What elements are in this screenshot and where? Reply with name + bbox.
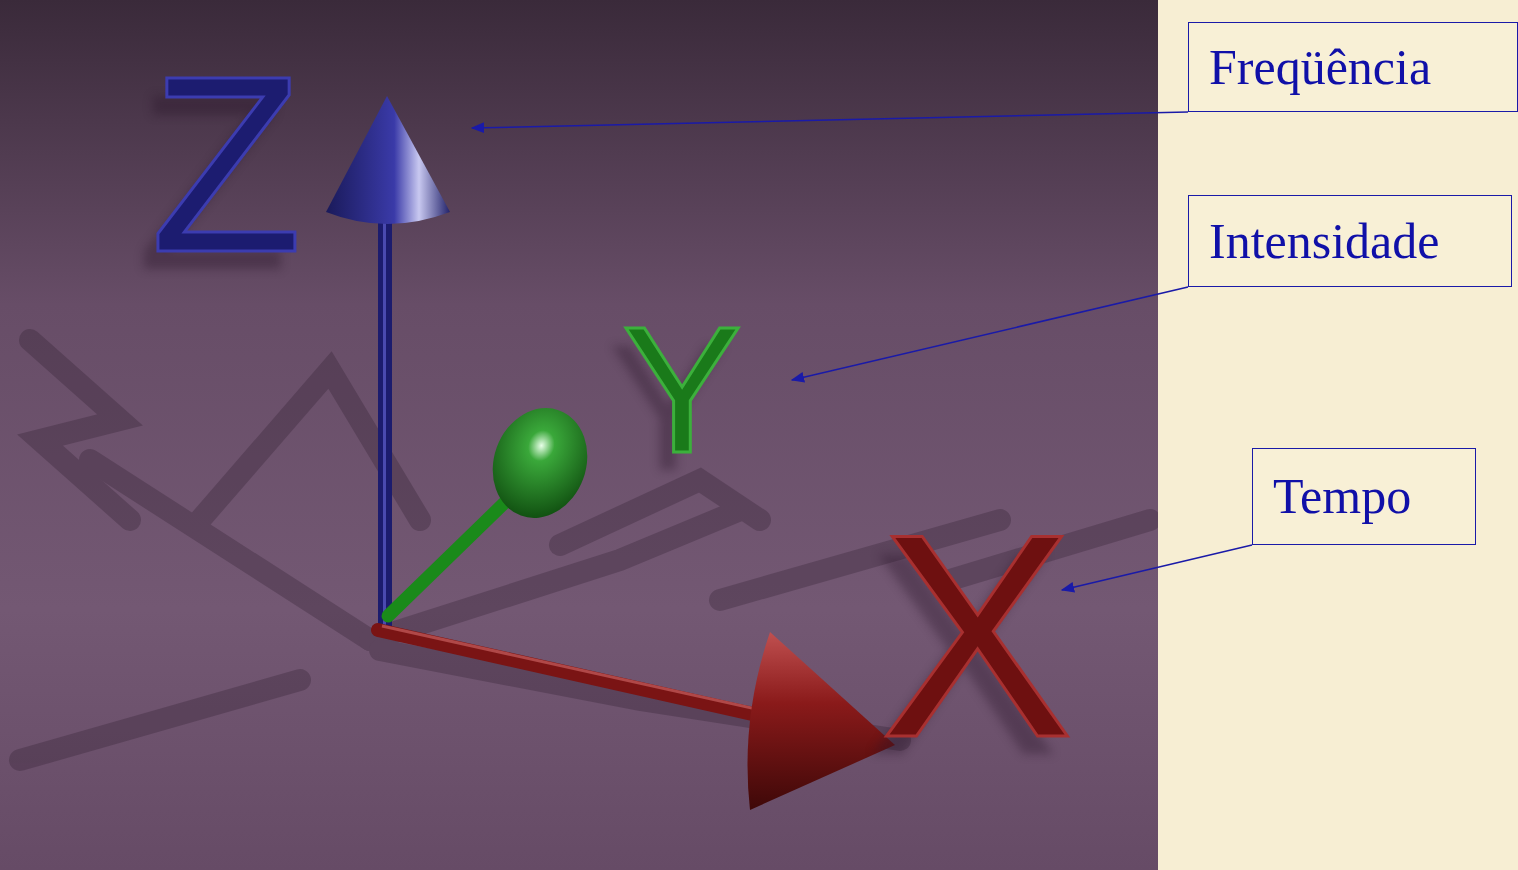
z-axis-highlight: [383, 215, 386, 630]
label-box: Freqüência: [1188, 22, 1518, 112]
leader-arrow: [1062, 545, 1252, 590]
z-axis-cone: [326, 96, 450, 224]
label-box: Intensidade: [1188, 195, 1512, 287]
background: [0, 0, 1158, 870]
leader-arrow: [472, 112, 1188, 128]
x-axis-highlight: [382, 626, 770, 712]
axis-caption: Intensidade: [1209, 214, 1439, 269]
axis-caption: Freqüência: [1209, 40, 1431, 95]
label-box: Tempo: [1252, 448, 1476, 545]
axis-letter: Z: [150, 40, 303, 290]
axis-letter: Y: [622, 300, 742, 480]
axis-letter: X: [880, 490, 1073, 780]
x-axis-cone: [748, 632, 896, 810]
z-axis-shaft: [378, 215, 392, 630]
x-axis-shaft: [378, 630, 770, 718]
axis-caption: Tempo: [1273, 469, 1411, 524]
leader-arrow: [792, 287, 1188, 380]
y-axis-cone: [478, 395, 603, 532]
